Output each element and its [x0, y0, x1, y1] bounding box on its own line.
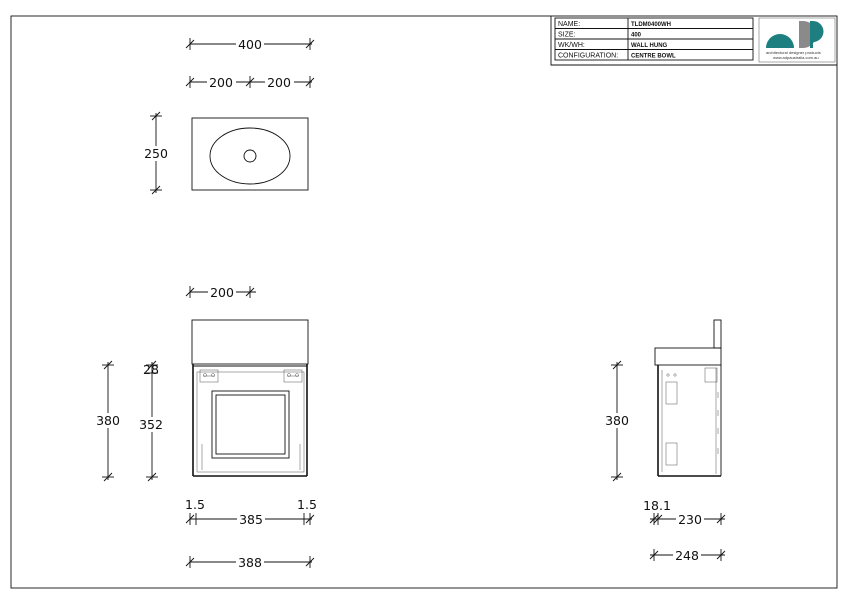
company-logo: architectural designer products www.adpa…	[758, 17, 836, 63]
dim-label: 28	[143, 362, 159, 377]
dim-label: 230	[678, 512, 702, 527]
hinge-right	[283, 369, 303, 383]
title-block-value: WALL HUNG	[631, 43, 668, 49]
dim-front-body: 28 352	[139, 360, 165, 482]
dim-label: 388	[238, 555, 262, 570]
dim-side-depth: 18.1 230	[643, 498, 726, 527]
dim-label: 385	[239, 512, 263, 527]
basin-top-front	[191, 319, 309, 365]
dim-label: 352	[139, 417, 163, 432]
title-block-value: CENTRE BOWL	[631, 54, 676, 60]
dim-label: 200	[209, 75, 233, 90]
door-inset	[215, 394, 286, 455]
dim-label: 400	[238, 37, 262, 52]
dim-label: 380	[96, 413, 120, 428]
logo-website: www.adpaustralia.com.au	[773, 55, 819, 60]
dim-label: 1.5	[297, 497, 317, 512]
dim-label: 248	[675, 548, 699, 563]
front-view	[191, 319, 309, 477]
dim-label: 250	[144, 146, 168, 161]
logo-p-shape	[810, 21, 824, 48]
drain-hole	[243, 149, 257, 163]
outer-border	[10, 15, 838, 589]
dim-label: 18.1	[643, 498, 671, 513]
dim-label: 380	[605, 413, 629, 428]
dim-plan-halves: 200 200	[185, 75, 315, 90]
title-block-label: WK/WH:	[558, 42, 585, 49]
splashback	[713, 319, 722, 349]
basin-outline	[191, 117, 309, 191]
title-block-border	[550, 16, 837, 66]
side-view	[654, 319, 722, 477]
title-block-label: CONFIGURATION:	[558, 53, 618, 60]
dim-plan-depth: 250	[143, 111, 169, 195]
dim-side-height: 380	[604, 360, 630, 482]
title-block: NAME: TLDM0400WH SIZE: 400 WK/WH: WALL H…	[554, 17, 754, 61]
title-block-label: NAME:	[558, 21, 580, 28]
dim-door-width: 1.5 1.5 385	[185, 497, 317, 527]
drawer-runner-upper	[665, 381, 678, 405]
dim-label: 1.5	[185, 497, 205, 512]
dim-front-height-total: 380	[95, 360, 121, 482]
side-hinge	[704, 367, 718, 383]
basin-top-side	[654, 347, 722, 366]
door-panel	[211, 390, 290, 459]
title-block-value: 400	[631, 33, 642, 39]
dim-overall-width: 388	[185, 555, 315, 570]
title-block-value: TLDM0400WH	[631, 22, 671, 28]
cabinet-inner	[196, 371, 305, 473]
dim-label: 200	[267, 75, 291, 90]
hinge-left	[199, 369, 219, 383]
drawer-runner-lower	[665, 442, 678, 466]
logo-tagline: architectural designer products	[766, 50, 821, 55]
logo-a-shape	[766, 34, 794, 48]
dim-side-overall: 248	[649, 548, 726, 563]
dim-label: 200	[210, 285, 234, 300]
dim-bowl-center: 200	[185, 285, 256, 300]
bowl-ellipse	[209, 127, 291, 185]
plan-view	[191, 117, 309, 191]
dim-plan-width: 400	[185, 37, 315, 52]
title-block-label: SIZE:	[558, 32, 576, 39]
